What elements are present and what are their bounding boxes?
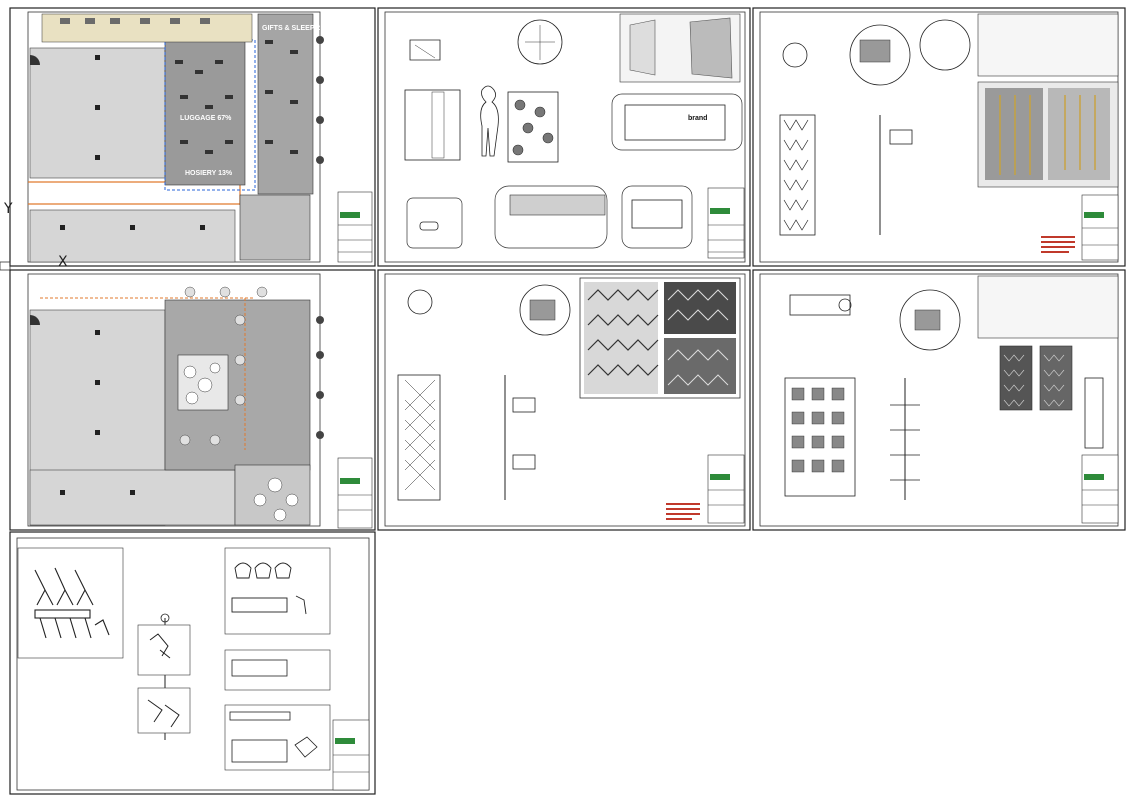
title-block xyxy=(332,719,370,791)
axis-label-y: Y xyxy=(3,201,13,217)
sheet-shelving-panel[interactable] xyxy=(752,269,1126,531)
title-block xyxy=(337,457,373,529)
zone-label-luggage: LUGGAGE 67% xyxy=(180,115,232,122)
axis-label-x: X xyxy=(58,254,68,270)
zone-label-hosiery: HOSIERY 13% xyxy=(185,170,233,177)
sheet-mesh-panel[interactable] xyxy=(377,269,751,531)
sheet-detail-brand[interactable]: brand xyxy=(377,7,751,267)
title-block xyxy=(337,191,373,263)
title-block xyxy=(707,454,745,524)
zone-label-gifts: GIFTS & SLEEP 20% xyxy=(262,25,331,32)
title-block xyxy=(707,187,745,259)
sheet-fixture-details[interactable] xyxy=(9,531,376,795)
title-block xyxy=(1081,454,1119,524)
sheet-floor-plan-1[interactable]: LUGGAGE 67% HOSIERY 13% GIFTS & SLEEP 20… xyxy=(9,7,376,267)
title-block xyxy=(1081,194,1119,261)
ucs-icon xyxy=(0,261,11,271)
brand-label: brand xyxy=(688,115,707,122)
sheet-lattice-panel-1[interactable] xyxy=(752,7,1126,267)
sheet-floor-plan-2[interactable] xyxy=(9,269,376,531)
